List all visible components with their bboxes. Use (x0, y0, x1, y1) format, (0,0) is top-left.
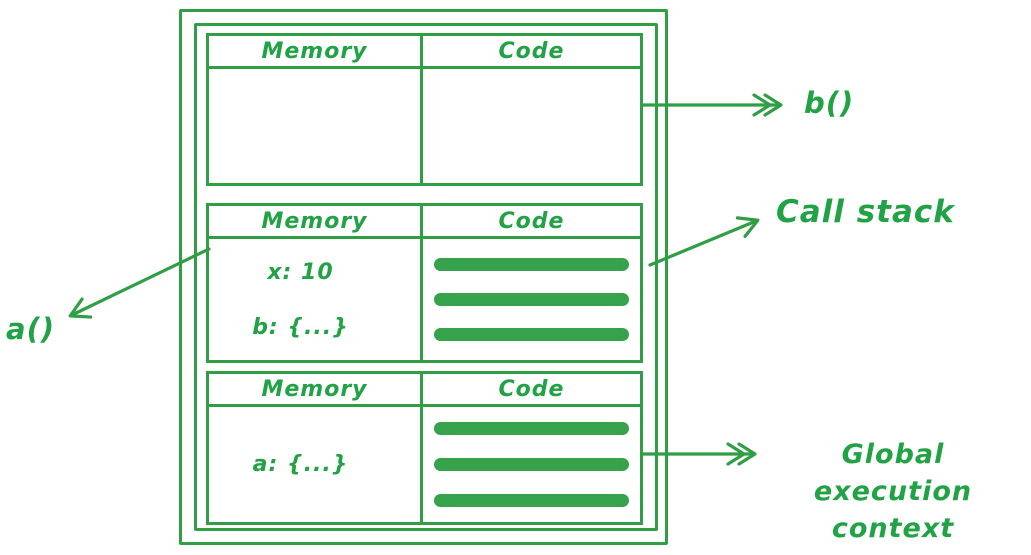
table-body-row: x: 10 b: {...} (209, 239, 640, 360)
memory-column-header: Memory (209, 374, 423, 404)
code-line-bar (434, 328, 629, 341)
function-b-label: b() (804, 86, 855, 120)
table-header-row: Memory Code (209, 374, 640, 407)
code-column-header: Code (498, 376, 565, 402)
table-body-row (209, 69, 640, 183)
call-stack-label: Call stack (776, 194, 955, 230)
memory-variable-x: x: 10 (267, 259, 334, 285)
code-line-bar (434, 422, 629, 435)
code-cell (423, 239, 640, 360)
global-execution-context-line2: context (831, 513, 955, 544)
code-line-bar (434, 494, 629, 507)
execution-context-table-global: Memory Code a: {...} (206, 371, 643, 525)
memory-column-header: Memory (209, 36, 423, 66)
memory-function-a: a: {...} (252, 452, 349, 477)
code-column-header: Code (498, 38, 565, 64)
execution-context-table-a: Memory Code x: 10 b: {...} (206, 203, 643, 363)
table-header-row: Memory Code (209, 36, 640, 69)
memory-cell: a: {...} (209, 407, 423, 522)
code-line-bar (434, 293, 629, 306)
code-cell (423, 407, 640, 522)
code-column-header: Code (498, 208, 565, 234)
memory-function-b: b: {...} (252, 314, 349, 340)
memory-cell: x: 10 b: {...} (209, 239, 423, 360)
execution-context-table-b: Memory Code (206, 33, 643, 186)
memory-cell (209, 69, 423, 183)
global-execution-context-label: Global execution context (766, 436, 1020, 547)
code-cell (423, 69, 640, 183)
function-a-label: a() (6, 312, 56, 346)
code-line-bar (434, 458, 629, 471)
code-line-bar (434, 258, 629, 271)
table-body-row: a: {...} (209, 407, 640, 522)
memory-column-header: Memory (209, 206, 423, 236)
global-execution-context-line1: Global execution (813, 439, 973, 507)
table-header-row: Memory Code (209, 206, 640, 239)
